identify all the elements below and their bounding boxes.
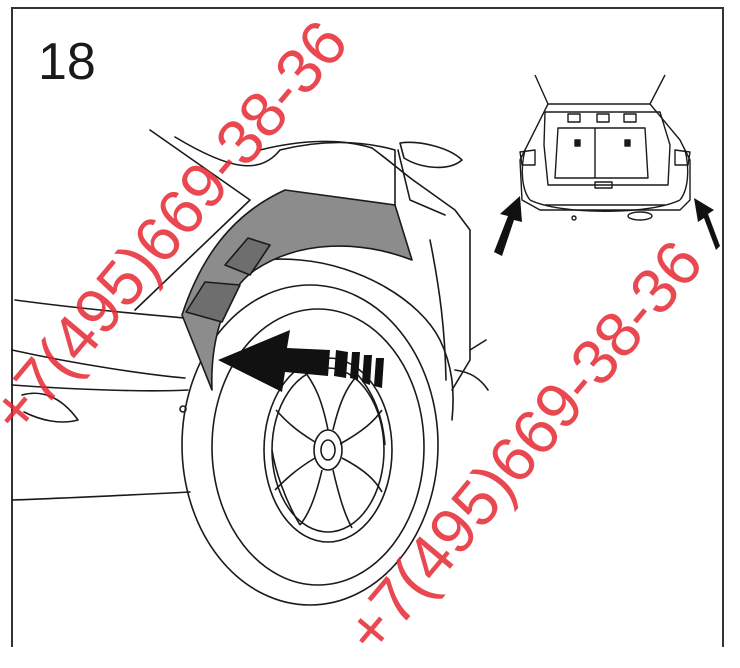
up-arrow-icon [494,196,720,256]
instruction-illustration [11,74,720,606]
wheel [181,284,439,606]
car-side-view [11,129,489,501]
car-rear-view-inset [519,74,691,221]
wheel-arch-liner [181,189,413,391]
push-arrow-icon [218,330,384,392]
step-number: 18 [38,33,96,91]
